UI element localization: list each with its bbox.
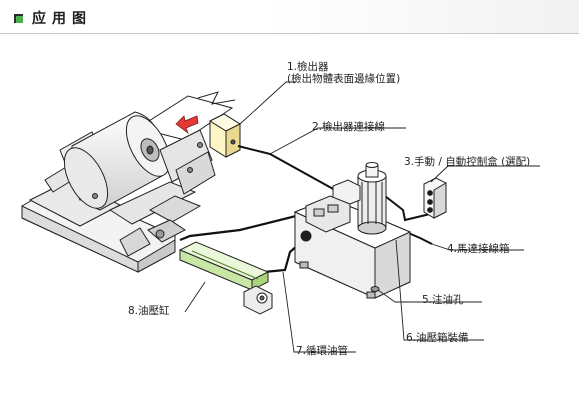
label-detector: 1.檢出器 [287, 60, 329, 73]
header-divider [0, 33, 579, 34]
label-oil-port: 5.注油孔 [422, 293, 464, 306]
page-title: 应用图 [32, 11, 92, 27]
cables-and-pipes [179, 145, 433, 274]
label-cylinder: 8.油壓缸 [128, 304, 170, 317]
hydraulic-power-unit [293, 162, 412, 299]
label-control-box: 3.手動 / 自動控制盒 (選配) [404, 155, 530, 168]
manual-auto-control-box [423, 177, 447, 219]
label-detector-note: (檢出物體表面邊緣位置) [287, 72, 400, 85]
label-detector-cable: 2.檢出器連接線 [312, 120, 386, 133]
section-bullet-icon [14, 14, 23, 23]
direction-arrow-icon [175, 115, 199, 135]
label-motor-box: 4.馬達接線箱 [447, 242, 510, 255]
label-return-pipe: 7.循環油管 [296, 344, 348, 357]
diagram-labels: 1.檢出器 (檢出物體表面邊緣位置) 2.檢出器連接線 3.手動 / 自動控制盒… [128, 60, 530, 357]
hydraulic-cylinder [178, 241, 273, 315]
edge-detector-sensor [208, 113, 242, 158]
unwinder-machine [21, 91, 236, 273]
header-background [0, 0, 579, 33]
label-hydraulic-unit: 6.油壓箱裝備 [406, 331, 469, 344]
application-diagram: 1.檢出器 (檢出物體表面邊緣位置) 2.檢出器連接線 3.手動 / 自動控制盒… [21, 60, 540, 357]
leader-lines [184, 81, 540, 353]
section-header: 应用图 [0, 0, 579, 34]
